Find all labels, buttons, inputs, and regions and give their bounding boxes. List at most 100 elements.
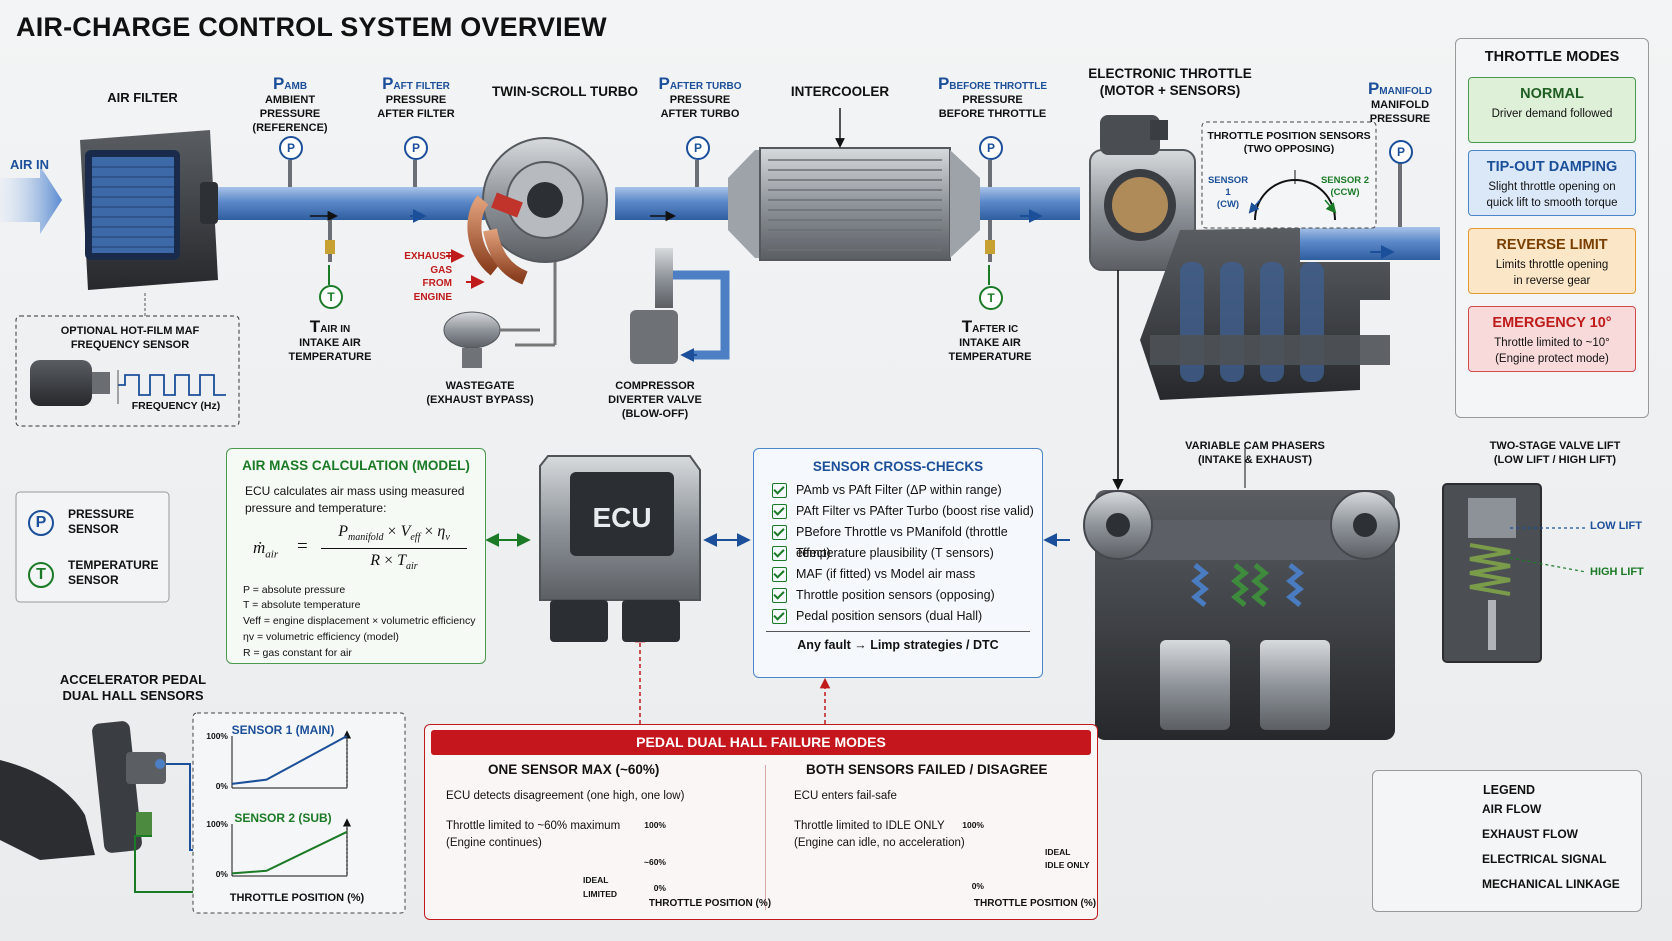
tps-box [1201, 121, 1377, 229]
eq-fraction-bar [321, 547, 467, 550]
mode-desc: Driver demand followed [1491, 108, 1613, 120]
throttle-mode-card: NORMAL Driver demand followed [1468, 77, 1636, 143]
pressure-sensor-icon: P [1389, 140, 1413, 164]
definition-item: P = absolute pressure [243, 583, 346, 596]
maf-frequency-label: FREQUENCY (Hz) [131, 400, 221, 412]
throttle-label: ELECTRONIC THROTTLE(MOTOR + SENSORS) [1088, 66, 1252, 98]
fail2-idle-label: IDLE ONLY [1045, 860, 1090, 870]
turbo-icon [467, 137, 608, 347]
engine-head-icon [1083, 490, 1400, 740]
cross-check-item: Throttle position sensors (opposing) [772, 585, 1042, 606]
failure-both-line2: Throttle limited to IDLE ONLY [794, 820, 945, 832]
legend-title: LEGEND [1483, 783, 1536, 797]
pedal-y-bottom: 0% [215, 781, 228, 791]
eq-denominator: R × Tair [370, 551, 418, 572]
mode-name: EMERGENCY 10° [1492, 315, 1612, 331]
pedal-charts-box [192, 712, 406, 914]
cross-checks-panel: SENSOR CROSS-CHECKS PAmb vs PAft Filter … [753, 448, 1043, 678]
air-filter-icon [80, 130, 218, 290]
failure-modes-title: PEDAL DUAL HALL FAILURE MODES [431, 730, 1091, 755]
checkbox-icon [772, 546, 787, 561]
throttle-mode-card: EMERGENCY 10° Throttle limited to ~10°(En… [1468, 306, 1636, 372]
pressure-sensor-icon: P [279, 136, 303, 160]
cross-check-item: PBefore Throttle vs PManifold (throttle … [772, 522, 1042, 560]
cross-check-text: PAft Filter vs PAfter Turbo (boost rise … [796, 504, 1034, 518]
pedal-x-label: THROTTLE POSITION (%) [229, 892, 365, 904]
cross-check-item: Pedal position sensors (dual Hall) [772, 606, 1042, 627]
air-in-label: AIR IN [10, 157, 49, 172]
temp-sensor-stem [988, 265, 990, 285]
fail1-ideal-label: IDEAL [583, 875, 609, 885]
pedal-sensor-line [231, 830, 348, 875]
mode-name: REVERSE LIMIT [1496, 237, 1608, 253]
ecu-label: ECU [592, 502, 652, 533]
fail2-y-top: 100% [962, 820, 984, 830]
pedal-y-bottom: 0% [215, 869, 228, 879]
legend-item-label: ELECTRICAL SIGNAL [1482, 852, 1607, 866]
intake-pipe [195, 187, 1440, 260]
legend-item-label: EXHAUST FLOW [1482, 827, 1578, 841]
mode-name: NORMAL [1520, 86, 1584, 102]
low-lift-label: LOW LIFT [1590, 520, 1642, 532]
high-lift-label: HIGH LIFT [1590, 566, 1644, 578]
eq-equals: = [297, 535, 308, 557]
fail1-limited-label: LIMITED [583, 889, 617, 899]
air-mass-title: AIR MASS CALCULATION (MODEL) [242, 458, 470, 473]
checkbox-icon [772, 567, 787, 582]
cross-check-item: PAmb vs PAft Filter (ΔP within range) [772, 480, 1042, 501]
valve-lift-label: TWO-STAGE VALVE LIFT(LOW LIFT / HIGH LIF… [1489, 440, 1621, 466]
legend-item-label: AIR FLOW [1482, 802, 1542, 816]
intake-manifold-icon [1140, 228, 1390, 400]
cross-check-text: Temperature plausibility (T sensors) [796, 546, 994, 560]
temperature-sensor-icon: T [319, 285, 343, 309]
intercooler-label: INTERCOOLER [790, 84, 890, 99]
pressure-sensor-stems [288, 160, 1402, 227]
mode-name: TIP-OUT DAMPING [1486, 159, 1618, 175]
cross-checks-list: PAmb vs PAft Filter (ΔP within range) PAf… [772, 480, 1042, 627]
legend-panel: LEGEND [1372, 770, 1642, 912]
failure-both-line3: (Engine can idle, no acceleration) [794, 837, 965, 849]
air-in-arrow-icon [0, 166, 62, 234]
pedal-y-top: 100% [206, 819, 228, 829]
pressure-sensor-icon: P [979, 136, 1003, 160]
air-filter-label: AIR FILTER [107, 90, 178, 105]
pressure-key-icon: P [28, 510, 54, 536]
tps-sensor1-label: SENSOR 1(CW) [1207, 175, 1249, 210]
ecu-connection-arrows [485, 533, 1070, 724]
tps-title: THROTTLE POSITION SENSORS(TWO OPPOSING) [1207, 130, 1371, 156]
page-title: AIR-CHARGE CONTROL SYSTEM OVERVIEW [16, 12, 607, 42]
cam-phasers-label: VARIABLE CAM PHASERS(INTAKE & EXHAUST) [1185, 440, 1325, 466]
failure-one-line3: (Engine continues) [446, 837, 542, 849]
legend-item-label: MECHANICAL LINKAGE [1482, 877, 1620, 891]
air-mass-panel: AIR MASS CALCULATION (MODEL) ECU calcula… [226, 448, 486, 664]
pedal-sensor1-title: SENSOR 1 (MAIN) [231, 723, 335, 737]
p-amb-sensor: PAMB AMBIENT PRESSURE(REFERENCE) [252, 74, 328, 134]
pedal-charts [231, 730, 352, 877]
cross-check-text: Throttle position sensors (opposing) [796, 588, 995, 602]
fail1-x-label: THROTTLE POSITION (%) [648, 898, 772, 909]
failure-both-title: BOTH SENSORS FAILED / DISAGREE [806, 762, 1048, 777]
turbo-label: TWIN-SCROLL TURBO [492, 84, 638, 99]
pressure-sensor-icon: P [686, 136, 710, 160]
exhaust-arrows [446, 249, 485, 289]
temperature-sensor-icon: T [979, 286, 1003, 310]
cross-checks-title: SENSOR CROSS-CHECKS [812, 459, 984, 474]
wastegate-icon [443, 311, 540, 368]
throttle-modes-title: THROTTLE MODES [1484, 49, 1620, 65]
failure-one-line2: Throttle limited to ~60% maximum [446, 820, 621, 832]
failure-modes-panel: PEDAL DUAL HALL FAILURE MODES [424, 724, 1098, 920]
fail1-y-bottom: 0% [653, 883, 666, 893]
mode-desc: Throttle limited to ~10°(Engine protect … [1494, 337, 1610, 366]
